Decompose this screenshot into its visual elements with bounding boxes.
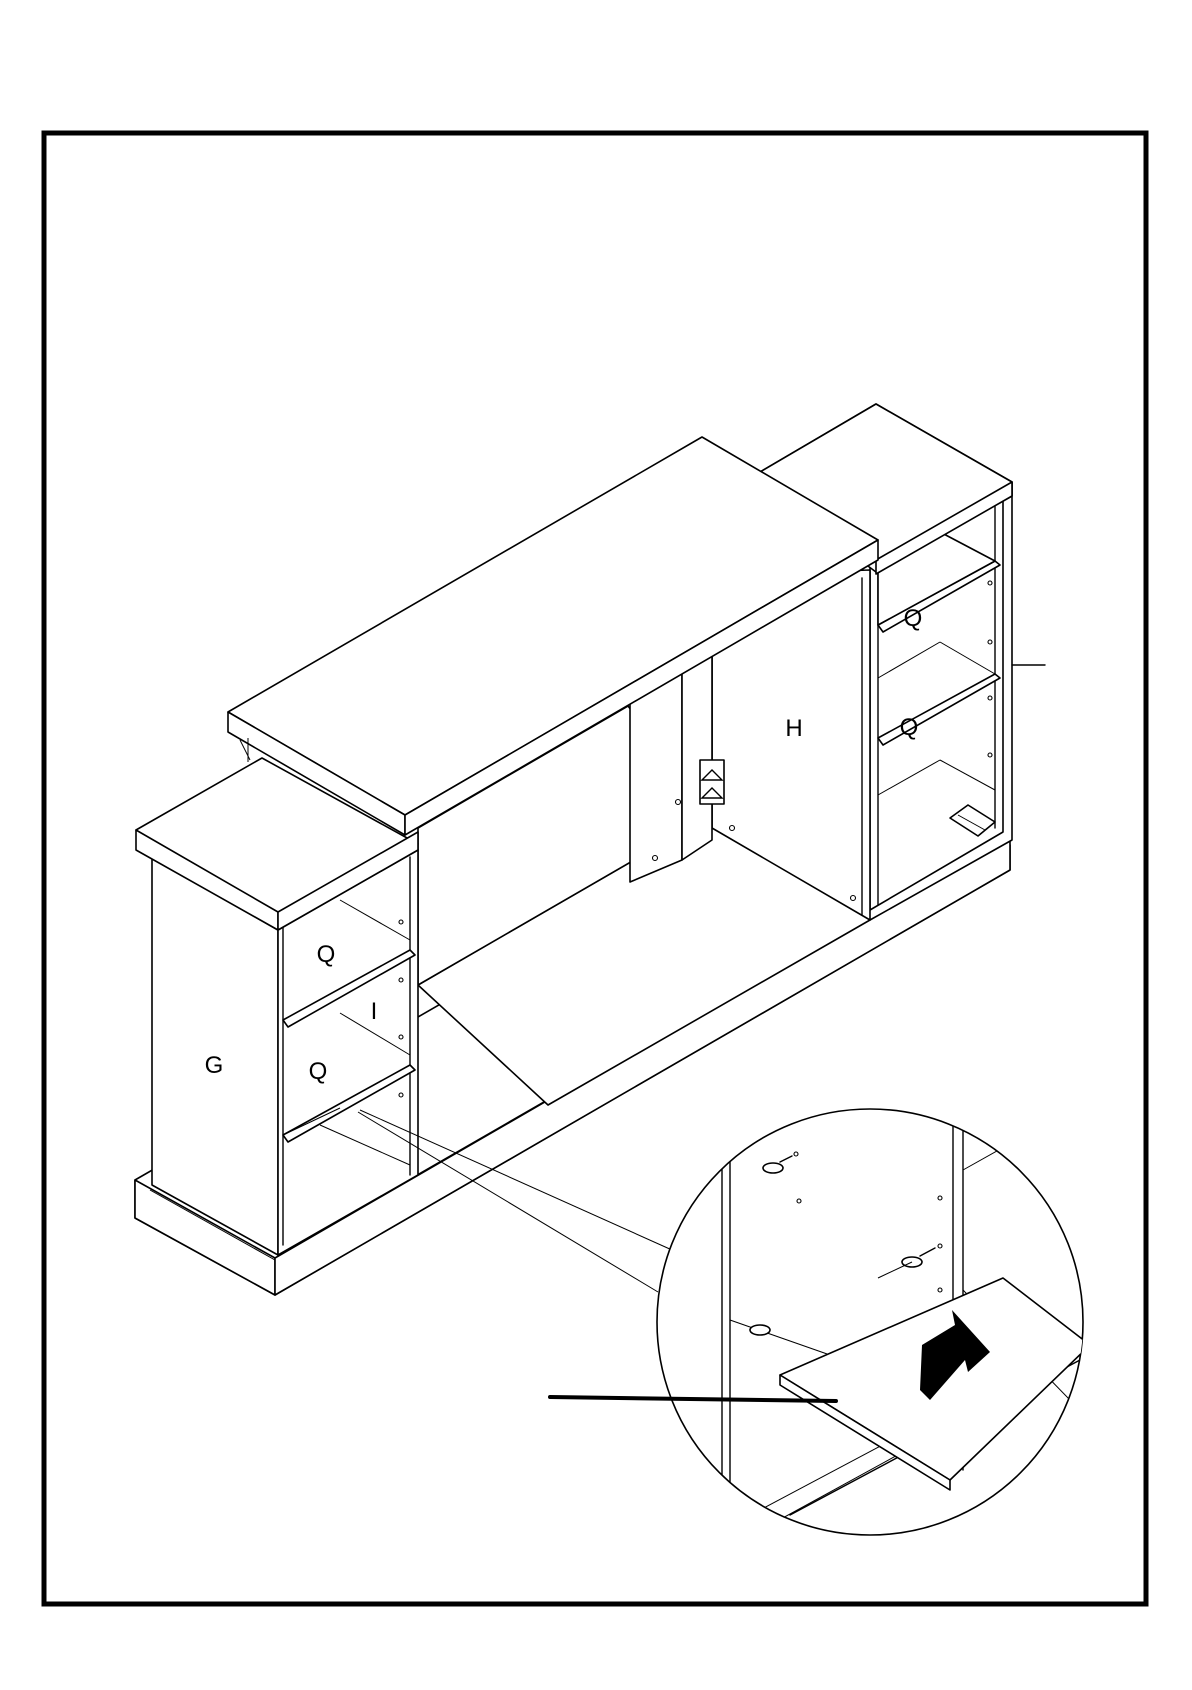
label-mid-shelf-right: Q (900, 714, 919, 741)
detail-callout (657, 1109, 1090, 1560)
label-center-divider: H (785, 715, 802, 742)
label-inner-divider: I (371, 998, 378, 1025)
label-mid-shelf-left: Q (309, 1058, 328, 1085)
label-side-panel-left: G (205, 1052, 224, 1079)
label-top-shelf-left: Q (317, 941, 336, 968)
label-top-shelf-right: Q (904, 605, 923, 632)
